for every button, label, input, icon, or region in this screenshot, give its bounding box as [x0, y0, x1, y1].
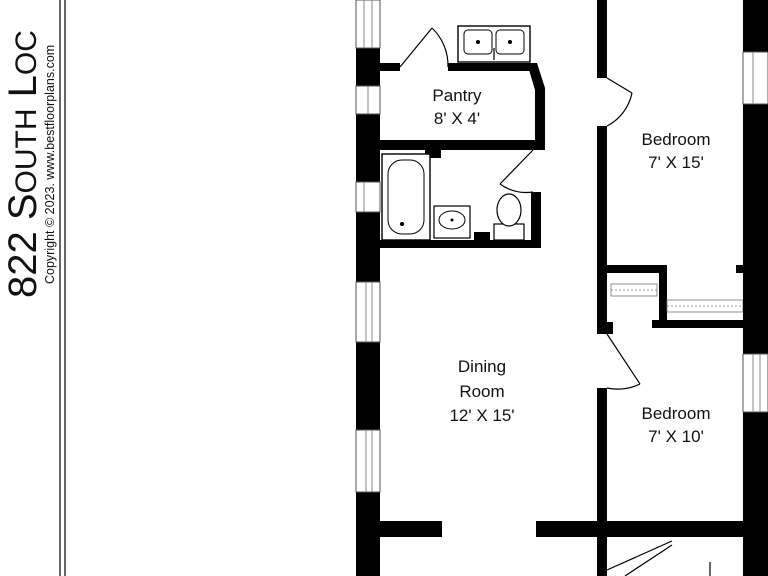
- bottom-walls: [380, 521, 743, 576]
- bathroom-sink-icon: [433, 205, 471, 239]
- closet-walls: [607, 265, 747, 334]
- bedroom1-door[interactable]: [606, 77, 633, 127]
- copyright-text: Copyright © 2023. www.bestfloorplans.com: [43, 45, 57, 284]
- closet-rod-1: [610, 283, 658, 297]
- left-exterior-wall: [355, 0, 381, 576]
- toilet-icon: [493, 193, 525, 241]
- closet-rod-2: [666, 299, 744, 313]
- bedroom2-door[interactable]: [606, 333, 641, 390]
- kitchen-sink-icon: [457, 25, 531, 63]
- bathroom-door[interactable]: [499, 149, 534, 194]
- bathroom-walls: [380, 192, 541, 248]
- pantry-walls: [380, 63, 545, 158]
- right-exterior-wall: [742, 0, 768, 576]
- dining-label-2: Room: [459, 382, 504, 401]
- bedroom1-label: Bedroom: [642, 130, 711, 149]
- pantry-label: Pantry: [432, 86, 482, 105]
- bedroom2-label: Bedroom: [642, 404, 711, 423]
- lower-door[interactable]: [606, 540, 711, 576]
- plan-title: 822 SOUTH LOC: [1, 30, 45, 298]
- central-partition-wall: [597, 0, 607, 576]
- pantry-door[interactable]: [399, 27, 449, 68]
- svg-text:822 SOUTH LOC: 822 SOUTH LOC: [1, 30, 45, 298]
- dining-size: 12' X 15': [449, 406, 514, 425]
- dining-label: Dining: [458, 357, 506, 376]
- pantry-size: 8' X 4': [434, 109, 480, 128]
- svg-text:Copyright © 2023. www.bestflo: Copyright © 2023. www.bestfloorplans.com: [43, 45, 57, 284]
- bedroom2-size: 7' X 10': [648, 427, 704, 446]
- bedroom1-size: 7' X 15': [648, 153, 704, 172]
- bathtub-icon: [381, 153, 431, 241]
